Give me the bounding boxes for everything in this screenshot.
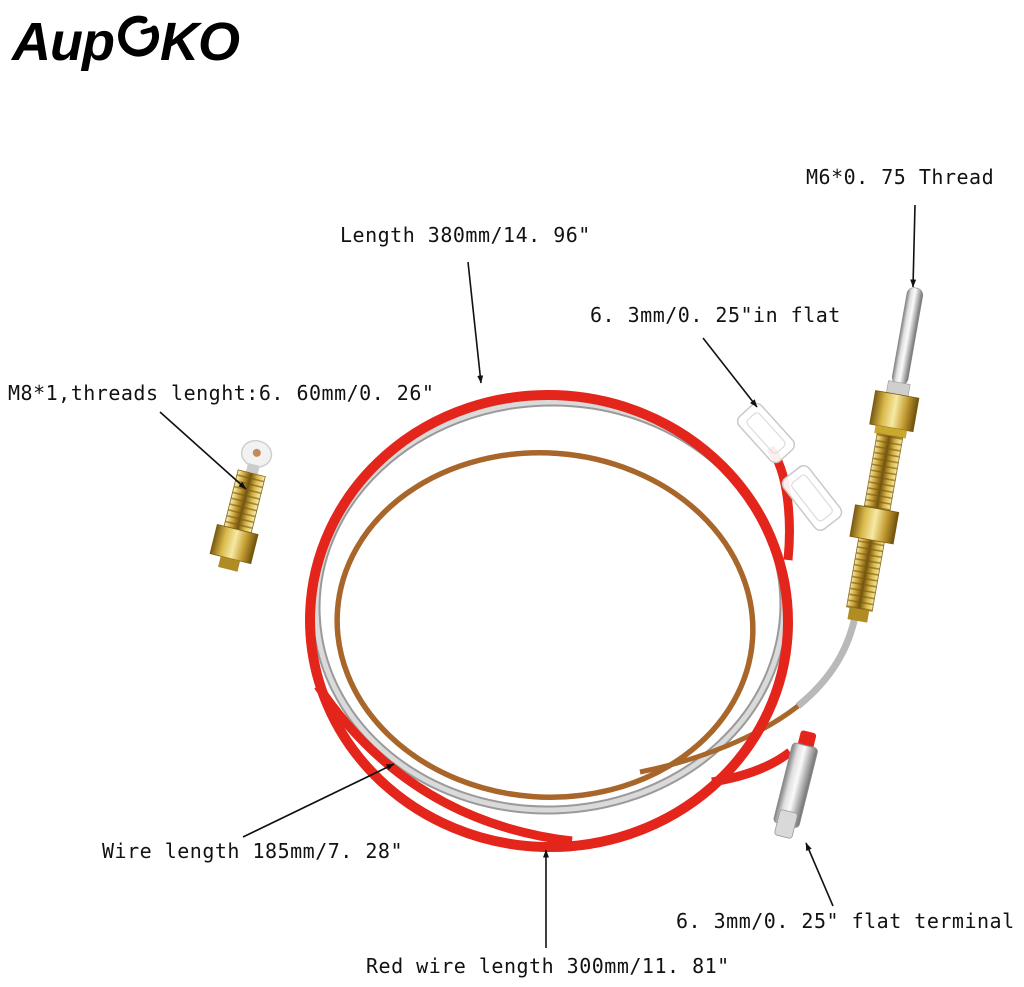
m6-thread-tip — [891, 287, 924, 386]
annotation-in-flat: 6. 3mm/0. 25"in flat — [590, 303, 841, 327]
inlet-fitting — [209, 439, 273, 572]
arrow-flat-terminal — [805, 842, 834, 907]
arrow-wire-length — [242, 763, 395, 838]
brand-logo: Aup KO — [12, 8, 240, 76]
annotation-m8-threads: M8*1,threads lenght:6. 60mm/0. 26" — [8, 381, 435, 405]
copper-wire-tail — [639, 704, 800, 775]
arrow-m8-threads — [159, 411, 247, 490]
insulated-terminal-1 — [736, 402, 796, 464]
logo-ring-o-icon — [115, 8, 160, 70]
probe — [846, 287, 924, 623]
annotation-flat-terminal: 6. 3mm/0. 25" flat terminal — [676, 909, 1015, 933]
cap-contact — [252, 448, 261, 457]
arrow-length — [467, 261, 484, 384]
probe-end-collar — [847, 607, 870, 623]
cap-neck — [245, 463, 260, 475]
probe-threads-2 — [846, 537, 885, 612]
copper-wire — [334, 450, 756, 800]
flat-terminal — [773, 730, 818, 839]
probe-washer — [874, 425, 908, 439]
arrow-m6-thread — [910, 204, 917, 288]
logo-text-right: KO — [159, 12, 240, 72]
red-wire-to-terminal — [711, 748, 793, 787]
terminal-tab — [774, 809, 798, 839]
wire-loop — [305, 389, 862, 853]
annotation-arrows — [159, 204, 917, 948]
annotation-wire-length: Wire length 185mm/7. 28" — [102, 839, 403, 863]
arrow-in-flat — [702, 337, 758, 408]
fitting-collar — [218, 556, 241, 572]
logo-text-left: Aup — [12, 12, 115, 72]
annotation-red-wire-length: Red wire length 300mm/11. 81" — [366, 954, 730, 978]
annotation-length: Length 380mm/14. 96" — [340, 223, 591, 247]
probe-threads-1 — [863, 433, 904, 512]
insulated-terminal-2 — [781, 465, 843, 531]
annotation-m6-thread: M6*0. 75 Thread — [806, 165, 995, 189]
probe-hex-nut-2 — [849, 504, 900, 545]
red-wire-inner-strand — [314, 683, 573, 846]
m8-threaded-body — [223, 469, 266, 534]
red-wire — [305, 389, 793, 853]
